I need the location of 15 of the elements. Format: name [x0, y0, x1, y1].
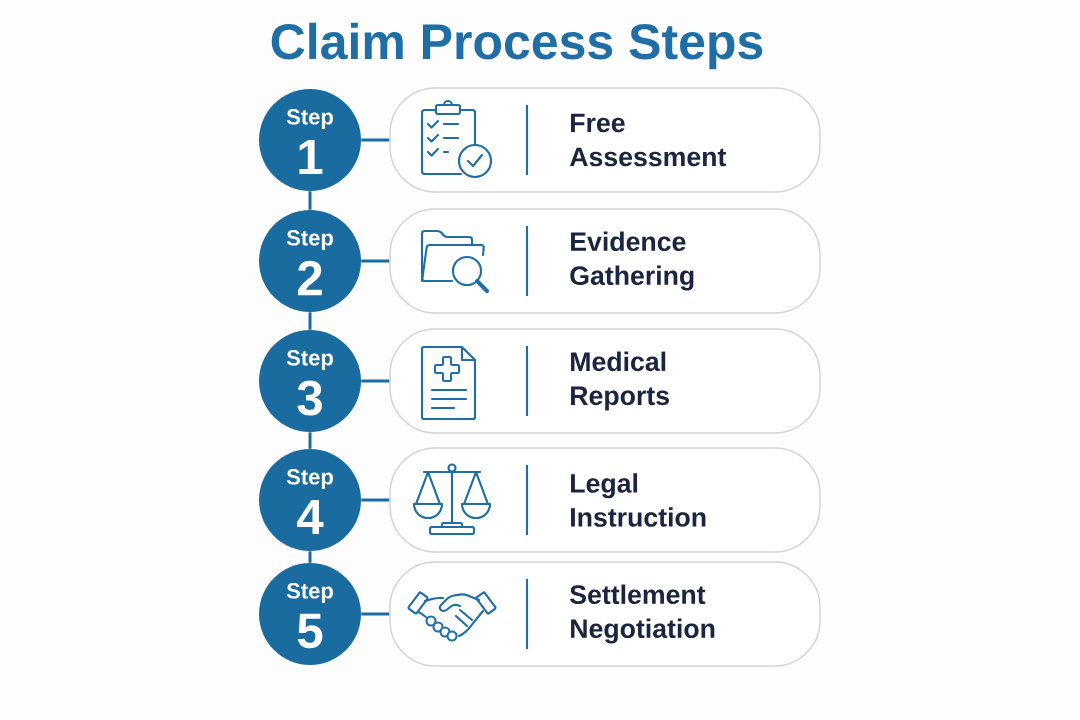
connector-line	[308, 551, 312, 563]
step-card: Evidence Gathering	[389, 208, 821, 314]
step-card: Medical Reports	[389, 328, 821, 434]
step-card: Settlement Negotiation	[389, 561, 821, 667]
connector-line	[361, 498, 390, 502]
connector-line	[361, 259, 390, 263]
connector-line	[308, 432, 312, 449]
step-card: Free Assessment	[389, 87, 821, 193]
step-card: Legal Instruction	[389, 447, 821, 553]
connector-line	[308, 191, 312, 210]
connector-line	[361, 612, 390, 616]
connector-line	[361, 379, 390, 383]
connector-line	[308, 312, 312, 330]
title: Claim Process Steps	[271, 22, 763, 70]
connector-line	[361, 138, 390, 142]
